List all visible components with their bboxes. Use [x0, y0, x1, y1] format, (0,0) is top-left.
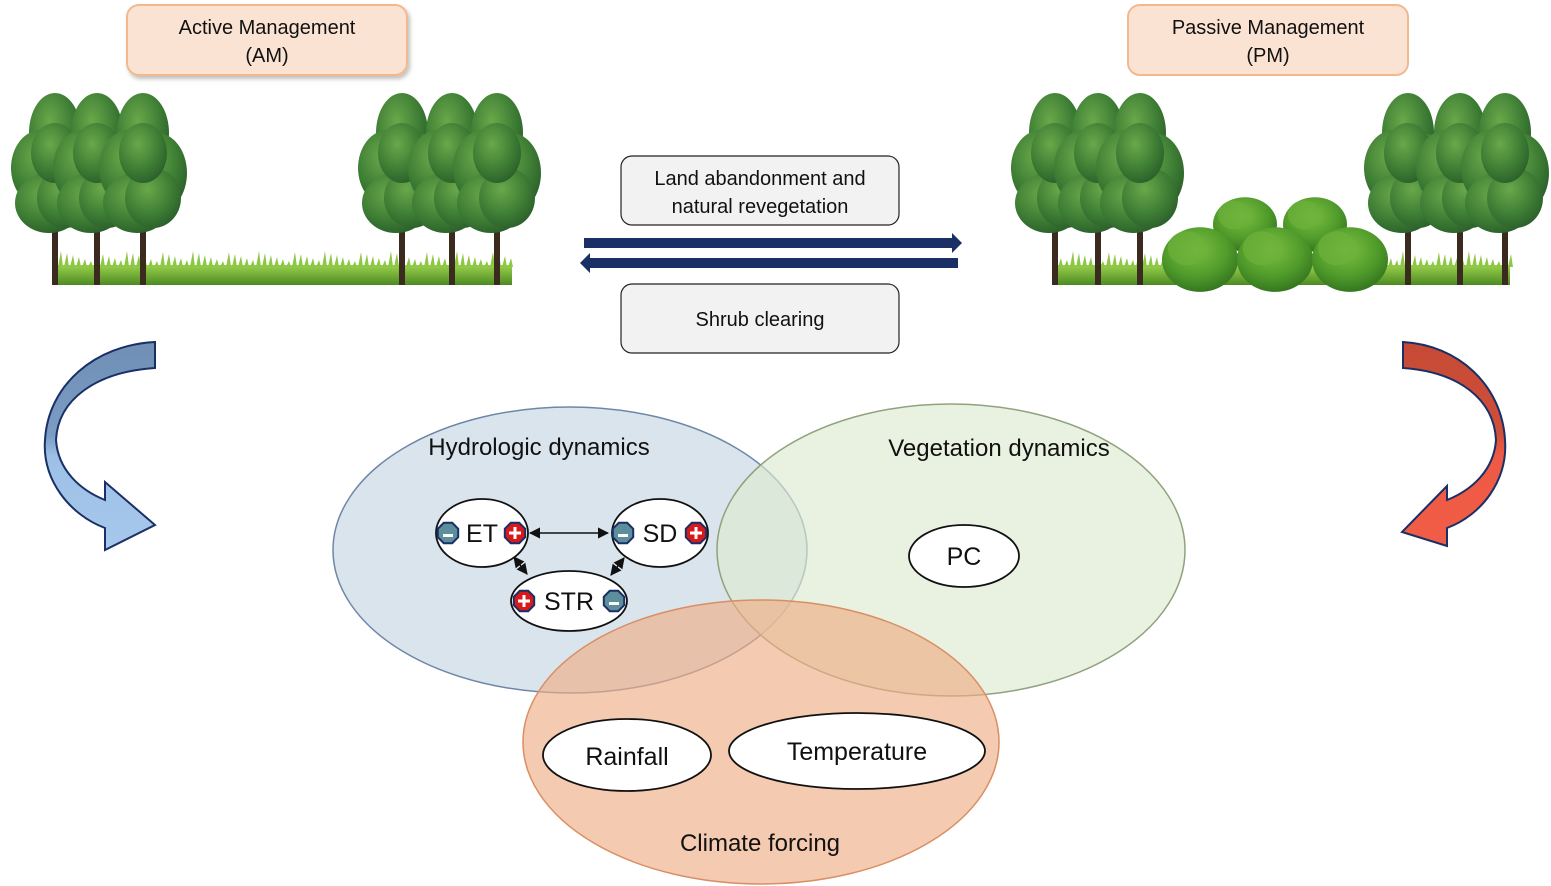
tree-icon — [1461, 93, 1549, 285]
sd-label: SD — [643, 520, 678, 548]
passive-management-title: Passive Management — [1172, 17, 1365, 39]
vegetation-dynamics-title: Vegetation dynamics — [888, 435, 1109, 462]
et-positive-sign-icon — [503, 521, 527, 545]
tree-icon — [453, 93, 541, 285]
et-negative-sign-icon — [436, 521, 460, 545]
pc-node: PC — [908, 524, 1020, 588]
shrub-clearing-box: Shrub clearing — [620, 283, 900, 354]
passive-management-box: Passive Management (PM) — [1127, 4, 1409, 76]
active-management-title: Active Management — [179, 17, 356, 39]
shrub-clearing-label: Shrub clearing — [696, 309, 825, 331]
land-abandonment-label-line1: Land abandonment and — [654, 168, 865, 190]
str-negative-sign-icon — [602, 589, 626, 613]
pc-label: PC — [947, 543, 982, 571]
str-positive-sign-icon — [512, 589, 536, 613]
passive-management-abbrev: (PM) — [1246, 45, 1289, 67]
active-management-box: Active Management (AM) — [126, 4, 408, 76]
land-abandonment-box: Land abandonment and natural revegetatio… — [620, 155, 900, 226]
sd-positive-sign-icon — [684, 521, 708, 545]
climate-forcing-title: Climate forcing — [680, 830, 840, 857]
shrub-icon — [1312, 227, 1388, 292]
active-management-landscape-illustration — [11, 93, 541, 285]
pm-curved-arrow — [1400, 340, 1507, 548]
shrub-icon — [1237, 227, 1313, 292]
am-curved-arrow — [43, 340, 157, 552]
temperature-node: Temperature — [728, 712, 986, 790]
forward-arrow-am-to-pm — [584, 233, 962, 253]
tree-icon — [1096, 93, 1184, 285]
et-node: ET — [435, 498, 529, 568]
et-str-connector — [513, 556, 528, 575]
grass-strip — [52, 251, 513, 285]
backward-arrow-pm-to-am — [580, 253, 958, 273]
shrub-icon — [1162, 227, 1238, 292]
tree-icon — [99, 93, 187, 285]
sd-node: SD — [611, 498, 709, 568]
hydrologic-dynamics-title: Hydrologic dynamics — [428, 434, 649, 461]
land-abandonment-label-line2: natural revegetation — [672, 196, 849, 218]
str-label: STR — [544, 588, 594, 616]
sd-negative-sign-icon — [611, 521, 635, 545]
et-label: ET — [466, 520, 498, 548]
rainfall-label: Rainfall — [585, 743, 668, 771]
temperature-label: Temperature — [787, 738, 927, 766]
rainfall-node: Rainfall — [542, 718, 712, 792]
str-node: STR — [510, 570, 628, 632]
sd-str-connector — [610, 557, 625, 576]
passive-management-landscape-illustration — [1011, 93, 1549, 292]
active-management-abbrev: (AM) — [245, 45, 288, 67]
